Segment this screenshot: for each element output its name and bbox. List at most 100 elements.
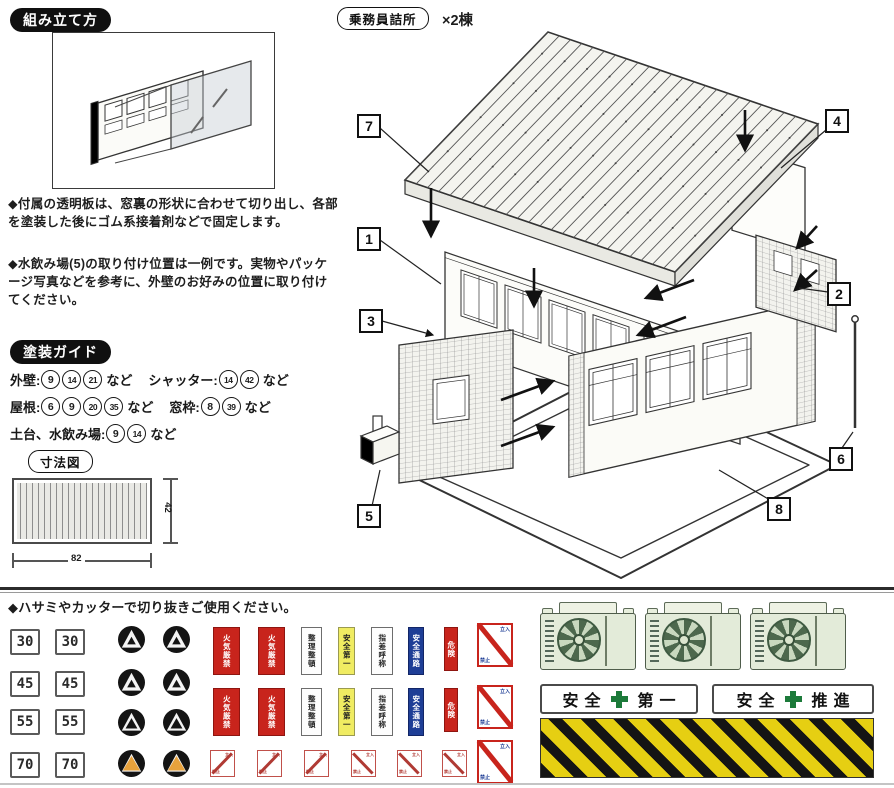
triangle-inner-icon [127,679,136,688]
banner-text: 火気厳禁 [222,634,232,668]
clear-panel [170,60,252,150]
no-entry-sticker: 立入禁止 [476,622,514,667]
mini-text: 立入 [457,752,465,757]
ac-body [540,613,636,670]
banner-text: 整理整頓 [307,634,317,668]
banner-text: 火気厳禁 [222,695,232,729]
speed-limit-sticker: 30 [55,629,85,655]
vertical-banner-sticker: 火気厳禁 [258,688,285,736]
mini-no-entry-sticker: 立入禁止 [442,750,467,777]
safety-text-right: 推進 [811,693,856,710]
roof-part [403,31,820,288]
mini-text: 禁止 [259,769,267,774]
svg-text:2: 2 [835,286,843,302]
safety-slogan-sticker: 安全第一 [540,684,698,714]
triangle-badge-sticker [118,750,145,777]
no-entry-text-top: 立入 [499,744,510,750]
mini-text: 禁止 [212,769,220,774]
color-number-circle: 9 [41,370,61,389]
triangle-inner-icon [172,679,181,688]
speed-limit-sticker: 45 [55,671,85,697]
color-number-circle: 14 [218,370,238,389]
mini-text: 禁止 [353,769,361,774]
no-entry-sticker: 立入禁止 [476,684,514,729]
svg-text:8: 8 [775,501,783,517]
vertical-banner-sticker: 火気厳禁 [213,627,240,675]
svg-text:3: 3 [367,313,375,329]
color-number-circle: 8 [200,397,220,416]
vertical-banner-sticker: 整理整頓 [301,688,322,736]
triangle-badge-sticker [118,669,145,696]
no-entry-text-top: 立入 [499,689,510,695]
safety-text-left: 安全 [562,693,607,710]
banner-text: 安全通路 [411,634,421,668]
ac-body [750,613,846,670]
dimension-width-label: 82 [68,553,85,564]
paint-target-label: シャッター: [148,373,218,388]
vertical-banner-sticker: 指差呼称 [371,627,393,675]
color-number-circle: 6 [41,397,61,416]
building-name-label: 乗務員詰所 [337,7,429,30]
paint-target-label: 外壁: [10,373,41,388]
building-count-label: ×2棟 [442,13,474,29]
assembly-note-2: ◆水飲み場(5)の取り付け位置は一例です。実物やパッケージ写真などを参考に、外壁… [8,257,328,307]
triangle-inner-icon [125,718,138,729]
vertical-banner-sticker: 安全第一 [338,627,355,675]
svg-text:5: 5 [365,508,373,524]
banner-text: 火気厳禁 [267,634,277,668]
mini-text: 立入 [366,752,374,757]
ac-unit-sticker [645,602,741,670]
triangle-inner-icon [172,636,181,645]
ac-side-grille [650,620,659,662]
no-entry-text-bottom: 禁止 [480,775,491,781]
banner-text: 危険 [446,640,456,658]
mini-text: 立入 [319,752,327,757]
color-number-circle: 9 [62,397,82,416]
cut-note: ◆ハサミやカッターで切り抜きご使用ください。 [8,600,297,615]
dimension-figure: 42 82 [12,476,202,578]
svg-text:1: 1 [365,231,373,247]
speed-limit-sticker: 55 [10,709,40,735]
vertical-banner-sticker: 整理整頓 [301,627,322,675]
paint-guide-header: 塗装ガイド [10,340,111,364]
assembly-note-1: ◆付属の透明板は、窓裏の形状に合わせて切り出し、各部を塗装した後にゴム系接着剤な… [8,197,338,229]
triangle-badge-sticker [163,709,190,736]
part-number-3: 3 [359,309,383,333]
dimension-header: 寸法図 [28,450,93,473]
triangle-badge-sticker [163,750,190,777]
no-entry-text-bottom: 禁止 [480,720,491,726]
part-number-7: 7 [357,114,381,138]
vertical-banner-sticker: 火気厳禁 [213,688,240,736]
paint-suffix: など [127,400,154,415]
vertical-banner-sticker: 危険 [444,627,458,671]
vertical-banner-sticker: 安全第一 [338,688,355,736]
vertical-banner-sticker: 安全通路 [408,627,424,675]
triangle-badge-sticker [163,669,190,696]
ac-fan-icon [662,618,706,662]
triangle-inner-icon [127,636,136,645]
paint-suffix: など [150,427,177,442]
mini-no-entry-sticker: 立入禁止 [351,750,376,777]
banner-text: 安全通路 [411,695,421,729]
paint-target-label: 屋根: [10,400,41,415]
ac-fan-hub [573,634,585,646]
color-number-circle: 39 [221,397,241,416]
color-number-circle: 20 [83,397,103,416]
vertical-banner-sticker: 指差呼称 [371,688,393,736]
section-divider [0,587,894,590]
triangle-inner-icon [170,718,183,729]
left-tiled-wall-part [398,329,514,484]
banner-text: 整理整頓 [307,695,317,729]
front-wall-part [568,299,816,478]
triangle-badge-sticker [118,709,145,736]
banner-text: 安全第一 [342,634,352,668]
assembly-inset-drawing [90,60,252,166]
